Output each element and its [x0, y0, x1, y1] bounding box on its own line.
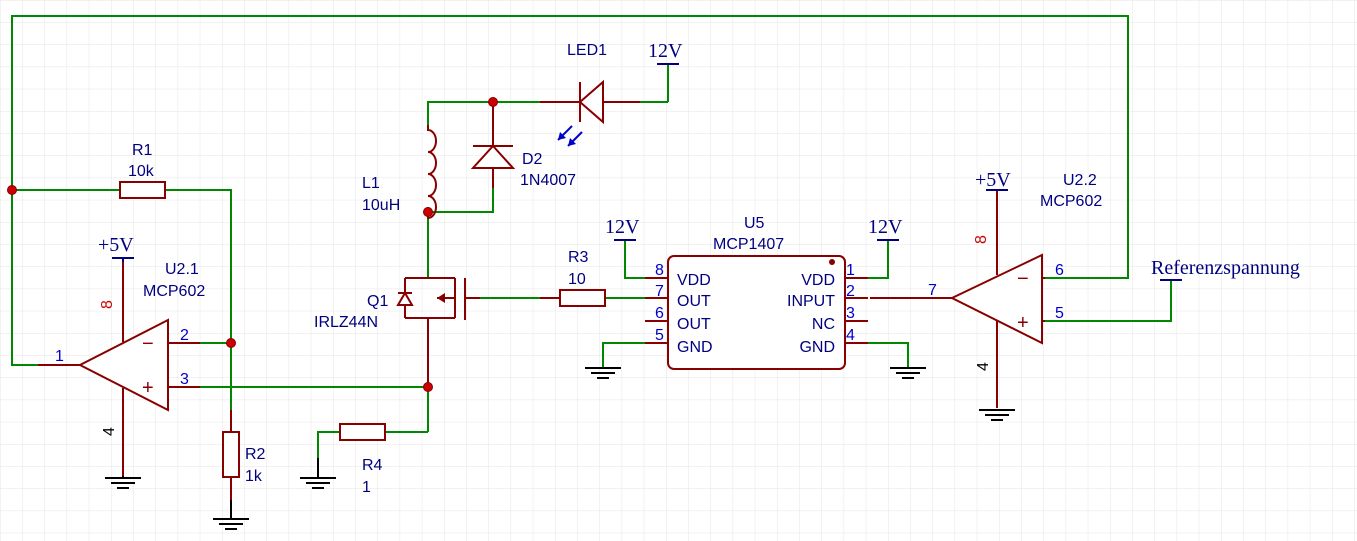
power-12v-led: 12V: [648, 40, 683, 65]
u21-value: MCP602: [143, 283, 205, 300]
u5-ref: U5: [744, 215, 765, 232]
v5-label-u21: +5V: [98, 234, 134, 256]
ground-r4: [300, 458, 336, 489]
junction-dot: [226, 338, 236, 348]
q1-value: IRLZ44N: [314, 314, 378, 331]
u5-pin-1-num: 1: [846, 262, 855, 279]
led-led1: LED1: [540, 42, 640, 147]
wires: [11, 15, 1172, 458]
resistor-r1: R1 10k: [119, 142, 166, 199]
u22-pin-inv: 6: [1055, 262, 1064, 279]
ground-r2: [213, 500, 249, 530]
mosfet-q1: Q1 IRLZ44N: [314, 277, 480, 387]
u21-pin-noninv: 3: [180, 371, 189, 388]
u21-ref: U2.1: [165, 261, 199, 278]
diode-d2: D2 1N4007: [470, 102, 576, 189]
u5-pin-5-num: 5: [655, 327, 664, 344]
junction-dot: [488, 97, 498, 107]
u5-pin-6-num: 6: [655, 305, 664, 322]
r1-ref: R1: [132, 142, 153, 159]
resistor-r4: R4 1: [339, 423, 386, 496]
ground-u5-right: [890, 367, 926, 379]
u22-pin-out: 7: [928, 282, 937, 299]
junctions: [7, 97, 498, 392]
u22-pin-gnd: 4: [975, 362, 992, 371]
u22-plus-sign: +: [1017, 312, 1029, 334]
u21-pin-inv: 2: [180, 327, 189, 344]
v12-label-u5-left: 12V: [605, 216, 640, 238]
junction-dot: [7, 185, 17, 195]
l1-ref: L1: [362, 175, 380, 192]
power-5v-u22: +5V: [975, 169, 1011, 191]
ic-u5: 8 VDD 7 OUT 6 OUT 5 GND 1 VDD 2 INPUT 3 …: [645, 215, 868, 370]
u5-pin-8-name: VDD: [677, 272, 711, 289]
u22-value: MCP602: [1040, 193, 1102, 210]
u5-pin-5-name: GND: [677, 339, 713, 356]
u5-value: MCP1407: [713, 236, 784, 253]
net-referenzspannung: Referenzspannung: [1151, 257, 1300, 281]
ground-u5-left: [585, 367, 621, 379]
u21-pin-gnd: 4: [101, 427, 118, 436]
led1-ref: LED1: [567, 42, 607, 59]
u21-pin-vcc: 8: [99, 300, 116, 309]
v12-label-led: 12V: [648, 40, 683, 62]
u5-pin-3-name: NC: [812, 316, 835, 333]
u5-pin-7-name: OUT: [677, 293, 711, 310]
power-5v-u21: +5V: [98, 234, 134, 262]
power-12v-u5-right: 12V: [868, 216, 903, 241]
u22-pin-noninv: 5: [1055, 305, 1064, 322]
opamp-u2-1: − + 1 2 3 8 4 U2.1 MCP602: [38, 258, 205, 476]
r4-ref: R4: [362, 457, 383, 474]
power-12v-u5-left: 12V: [605, 216, 640, 241]
d2-ref: D2: [522, 151, 543, 168]
u5-pin-7-num: 7: [655, 283, 664, 300]
ground-u22: [979, 409, 1015, 421]
r3-ref: R3: [568, 249, 589, 266]
u22-ref: U2.2: [1063, 172, 1097, 189]
r4-value: 1: [362, 479, 371, 496]
ground-u21: [105, 476, 141, 489]
v12-label-u5-right: 12V: [868, 216, 903, 238]
d2-value: 1N4007: [520, 172, 576, 189]
r3-value: 10: [568, 271, 586, 288]
junction-dot: [423, 382, 433, 392]
u5-pin-1-name: VDD: [801, 272, 835, 289]
u5-pin-2-num: 2: [846, 283, 855, 300]
junction-dot: [423, 207, 433, 217]
u5-pin-3-num: 3: [846, 305, 855, 322]
u21-plus-sign: +: [142, 377, 154, 399]
u5-pin-6-name: OUT: [677, 316, 711, 333]
r2-ref: R2: [245, 446, 266, 463]
resistor-r2: R2 1k: [222, 410, 266, 500]
r1-value: 10k: [128, 163, 155, 180]
opamp-u2-2: − + 7 6 5 8 4 U2.2 MCP602: [870, 172, 1102, 408]
u21-pin-out: 1: [55, 348, 64, 365]
v5-label-u22: +5V: [975, 169, 1011, 191]
referenzspannung-label: Referenzspannung: [1151, 257, 1300, 279]
u21-minus-sign: −: [142, 333, 154, 355]
r2-value: 1k: [245, 468, 263, 485]
u5-pin-4-num: 4: [846, 327, 855, 344]
resistor-r3: R3 10: [540, 249, 606, 307]
u5-pin-4-name: GND: [799, 339, 835, 356]
u22-minus-sign: −: [1017, 268, 1029, 290]
u22-pin-vcc: 8: [973, 235, 990, 244]
u5-pin-2-name: INPUT: [787, 293, 835, 310]
l1-value: 10uH: [362, 197, 400, 214]
q1-ref: Q1: [367, 293, 388, 310]
u5-pin-8-num: 8: [655, 262, 664, 279]
